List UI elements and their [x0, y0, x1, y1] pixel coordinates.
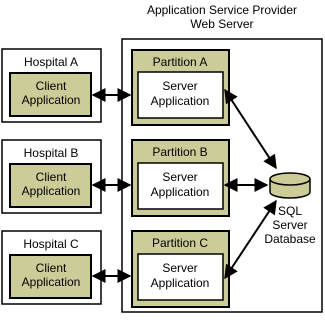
- partition-name: Partition B: [152, 145, 207, 159]
- hospital-name: Hospital B: [24, 146, 79, 160]
- hospital-a: Hospital A Client Application: [1, 48, 102, 123]
- hospital-name: Hospital C: [23, 237, 79, 251]
- server-app-line2: Application: [151, 185, 210, 199]
- partition-a: Partition A Server Application: [131, 49, 230, 126]
- partition-b: Partition B Server Application: [131, 139, 230, 217]
- server-app-line2: Application: [151, 276, 210, 290]
- database-label-line2: Server: [272, 218, 307, 232]
- partition-c-to-database-arrow: [224, 199, 277, 280]
- client-app-line2: Application: [22, 184, 81, 198]
- client-app-line2: Application: [22, 275, 81, 289]
- server-app-box: [137, 162, 224, 210]
- partition-a-to-database-arrow: [224, 88, 277, 170]
- provider-title-line2: Web Server: [190, 17, 253, 31]
- client-app-line1: Client: [36, 79, 67, 93]
- partition-name: Partition C: [152, 236, 208, 250]
- partition-name: Partition A: [153, 55, 208, 69]
- client-app-box: [9, 254, 92, 299]
- provider-title-line1: Application Service Provider: [147, 3, 297, 17]
- client-app-box: [9, 163, 92, 208]
- client-app-line2: Application: [22, 93, 81, 107]
- hospital-name: Hospital A: [24, 55, 78, 69]
- partition-c: Partition C Server Application: [131, 230, 230, 308]
- server-app-line1: Server: [162, 170, 197, 184]
- sql-database-icon: [269, 172, 311, 199]
- hospital-c: Hospital C Client Application: [1, 230, 102, 305]
- client-app-box: [9, 72, 92, 117]
- server-app-line1: Server: [162, 79, 197, 93]
- database-label-line1: SQL: [278, 204, 302, 218]
- hospital-b: Hospital B Client Application: [1, 139, 102, 214]
- server-app-line1: Server: [162, 261, 197, 275]
- server-app-line2: Application: [151, 94, 210, 108]
- server-app-box: [137, 253, 224, 301]
- client-app-line1: Client: [36, 261, 67, 275]
- server-app-box: [137, 71, 224, 119]
- database-label-line3: Database: [264, 232, 316, 246]
- client-app-line1: Client: [36, 170, 67, 184]
